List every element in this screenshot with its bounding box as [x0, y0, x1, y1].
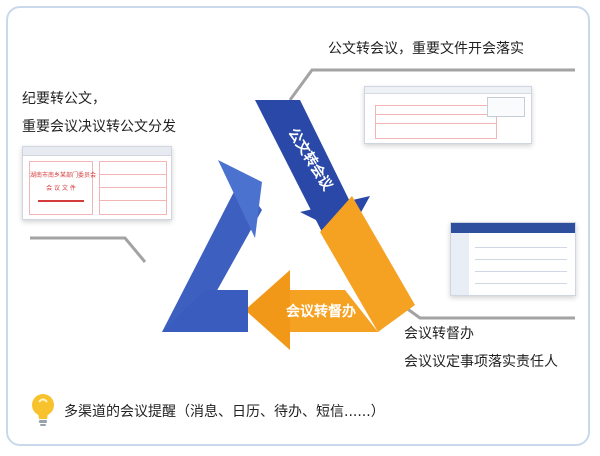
caption-left-line2: 重要会议决议转公文分发 [22, 119, 176, 135]
caption-top-right: 公文转会议，重要文件开会落实 [328, 41, 524, 57]
thumbnail-doc-rule [38, 200, 84, 202]
caption-bottom-right-line2: 会议议定事项落实责任人 [404, 354, 558, 370]
thumbnail-popup-menu [487, 97, 525, 117]
thumbnail-doc-subtitle: 会 议 文 件 [46, 185, 76, 192]
thumbnail-doc-title: 湖南市南乡某部门委员会 [30, 172, 97, 179]
thumbnail-meeting-form [364, 86, 532, 144]
leader-line-right [394, 298, 575, 320]
caption-left-line1: 纪要转公文， [22, 91, 106, 107]
thumbnail-toolbar [365, 87, 531, 94]
thumbnail-header-bar [451, 223, 575, 233]
reminder-channels-text: 多渠道的会议提醒（消息、日历、待办、短信......） [64, 404, 385, 420]
leader-line-top [288, 68, 575, 101]
thumbnail-toolbar [23, 147, 171, 156]
arrow-bottom-band [280, 290, 378, 332]
thumbnail-form-row [376, 115, 496, 124]
leader-line-left [30, 236, 147, 263]
arrow-top-band [255, 100, 358, 232]
caption-bottom-right-line1: 会议转督办 [404, 326, 474, 342]
thumbnail-form-row [475, 265, 567, 272]
lightbulb-icon [32, 394, 54, 426]
thumbnail-form-row [475, 253, 567, 260]
arrow-left-band [162, 180, 262, 332]
thumbnail-form-row [100, 168, 166, 175]
thumbnail-form-table [375, 105, 497, 139]
thumbnail-document: 湖南市南乡某部门委员会 会 议 文 件 [22, 146, 172, 220]
thumbnail-form-row [100, 181, 166, 188]
thumbnail-form-row [475, 277, 567, 284]
thumbnail-form-row [100, 194, 166, 201]
thumbnail-form-page [99, 161, 167, 215]
thumbnail-supervision-form [450, 222, 576, 296]
arrow-right-band [320, 196, 415, 332]
arrow-left-head [218, 160, 262, 238]
thumbnail-form-row [475, 241, 567, 248]
thumbnail-form-row [376, 106, 496, 115]
arrow-base-band [162, 290, 248, 332]
thumbnail-doc-page: 湖南市南乡某部门委员会 会 议 文 件 [29, 161, 97, 215]
thumbnail-sidebar [451, 233, 469, 295]
arrow-bottom-head [245, 270, 290, 350]
label-bottom: 会议转督办 [286, 303, 356, 320]
